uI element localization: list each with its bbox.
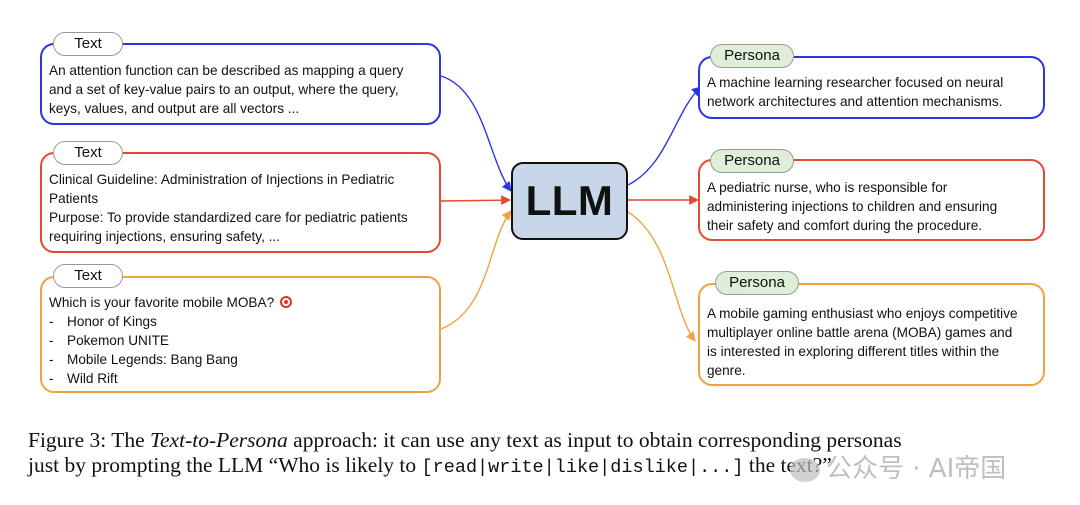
caption-emphasis: Text-to-Persona <box>150 428 288 452</box>
caption-rest: approach: it can use any text as input t… <box>287 428 902 452</box>
input-tag-1: Text <box>53 32 123 56</box>
moba-list: Honor of Kings Pokemon UNITE Mobile Lege… <box>49 312 432 388</box>
list-item: Pokemon UNITE <box>49 331 432 350</box>
caption-code: [read|write|like|dislike|...] <box>421 457 744 478</box>
persona-3-line-3: is interested in exploring different tit… <box>707 344 1000 359</box>
input-text-3-heading: Which is your favorite mobile MOBA? <box>49 293 432 312</box>
arrow-text2-to-llm <box>440 195 511 206</box>
input-tag-2: Text <box>53 141 123 165</box>
input-text-box-2: Clinical Guideline: Administration of In… <box>40 152 441 253</box>
persona-tag-2: Persona <box>710 149 794 173</box>
persona-3-line-1: A mobile gaming enthusiast who enjoys co… <box>707 306 1018 321</box>
input-text-box-3: Which is your favorite mobile MOBA? Hono… <box>40 276 441 393</box>
target-icon <box>279 296 292 308</box>
input-text-2-line-1: Clinical Guideline: Administration of In… <box>49 172 395 187</box>
caption-line-2: just by prompting the LLM “Who is likely… <box>28 453 1073 480</box>
persona-tag-3: Persona <box>715 271 799 295</box>
input-text-1-line-3: keys, values, and output are all vectors… <box>49 101 300 116</box>
watermark-text: 公众号 · AI帝国 <box>826 454 1007 484</box>
arrow-llm-to-persona1 <box>627 86 702 186</box>
input-text-2-line-4: requiring injections, ensuring safety, .… <box>49 229 280 244</box>
caption-line-1: Figure 3: The Text-to-Persona approach: … <box>28 428 1073 453</box>
input-tag-3: Text <box>53 264 123 288</box>
input-text-2-line-2: Patients <box>49 191 99 206</box>
watermark: 公众号 · AI帝国 <box>790 448 1006 485</box>
persona-1-line-2: network architectures and attention mech… <box>707 94 1003 109</box>
persona-2-line-2: administering injections to children and… <box>707 199 998 214</box>
persona-2-line-1: A pediatric nurse, who is responsible fo… <box>707 180 948 195</box>
figure-caption: Figure 3: The Text-to-Persona approach: … <box>28 428 1073 480</box>
persona-3-line-2: multiplayer online battle arena (MOBA) g… <box>707 325 1013 340</box>
arrow-llm-to-persona3 <box>627 211 696 342</box>
llm-node: LLM <box>511 162 628 240</box>
caption-prefix: Figure 3: The <box>28 428 151 452</box>
persona-1-line-1: A machine learning researcher focused on… <box>707 75 1004 90</box>
input-text-1-line-2: and a set of key-value pairs to an outpu… <box>49 82 399 97</box>
list-item: Honor of Kings <box>49 312 432 331</box>
caption-line2-pre: just by prompting the LLM “Who is likely… <box>28 453 422 477</box>
persona-tag-1: Persona <box>710 44 794 68</box>
persona-box-3: A mobile gaming enthusiast who enjoys co… <box>698 283 1045 386</box>
persona-3-line-4: genre. <box>707 363 746 378</box>
moba-question: Which is your favorite mobile MOBA? <box>49 295 275 310</box>
list-item: Wild Rift <box>49 369 432 388</box>
list-item: Mobile Legends: Bang Bang <box>49 350 432 369</box>
persona-2-line-3: their safety and comfort during the proc… <box>707 218 983 233</box>
input-text-1-line-1: An attention function can be described a… <box>49 63 404 78</box>
input-text-box-1: An attention function can be described a… <box>40 43 441 125</box>
arrow-text1-to-llm <box>440 75 512 192</box>
arrow-text3-to-llm <box>440 210 512 330</box>
input-text-2-line-3: Purpose: To provide standardized care fo… <box>49 210 408 225</box>
wechat-icon <box>790 457 820 482</box>
